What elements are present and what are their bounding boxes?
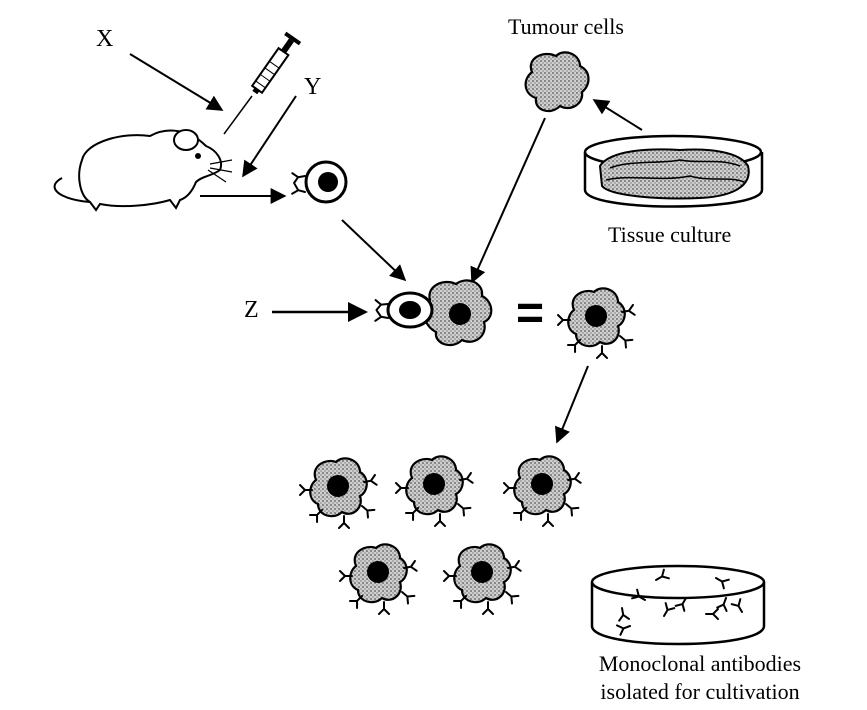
tumour-cell-icon [524, 51, 590, 113]
label-monoclonal: Monoclonal antibodies isolated for culti… [560, 650, 840, 706]
hybridoma-clone-5 [444, 544, 521, 614]
hybridoma-cell-icon [558, 288, 635, 358]
label-tissue-culture: Tissue culture [608, 222, 732, 247]
culture-dish-icon [590, 564, 766, 646]
arrow-x [129, 53, 224, 111]
hybridoma-clone-2 [396, 456, 473, 526]
label-tumour-cells: Tumour cells [508, 14, 624, 39]
label-monoclonal-line1: Monoclonal antibodies [598, 651, 802, 676]
arrow-cell-to-fusion [341, 219, 407, 282]
tissue-culture-dish-icon [583, 134, 764, 208]
arrow-tumour-to-fusion [470, 117, 546, 284]
hybridoma-clones [300, 456, 581, 614]
label-z: Z [244, 297, 259, 323]
equals-sign: = [516, 287, 545, 340]
arrow-to-clones [555, 365, 589, 444]
arrow-dish-to-tumour [592, 99, 643, 131]
fusion-cells-icon [374, 279, 493, 347]
hybridoma-clone-1 [300, 458, 377, 528]
mouse-icon [53, 129, 233, 212]
hybridoma-clone-4 [340, 544, 417, 614]
label-y: Y [304, 74, 322, 100]
b-lymphocyte-icon [291, 160, 348, 204]
syringe-icon [223, 31, 302, 135]
hybridoma-clone-3 [504, 456, 581, 526]
arrow-y [242, 95, 297, 178]
label-x: X [96, 26, 114, 52]
label-monoclonal-line2: isolated for cultivation [600, 679, 800, 704]
